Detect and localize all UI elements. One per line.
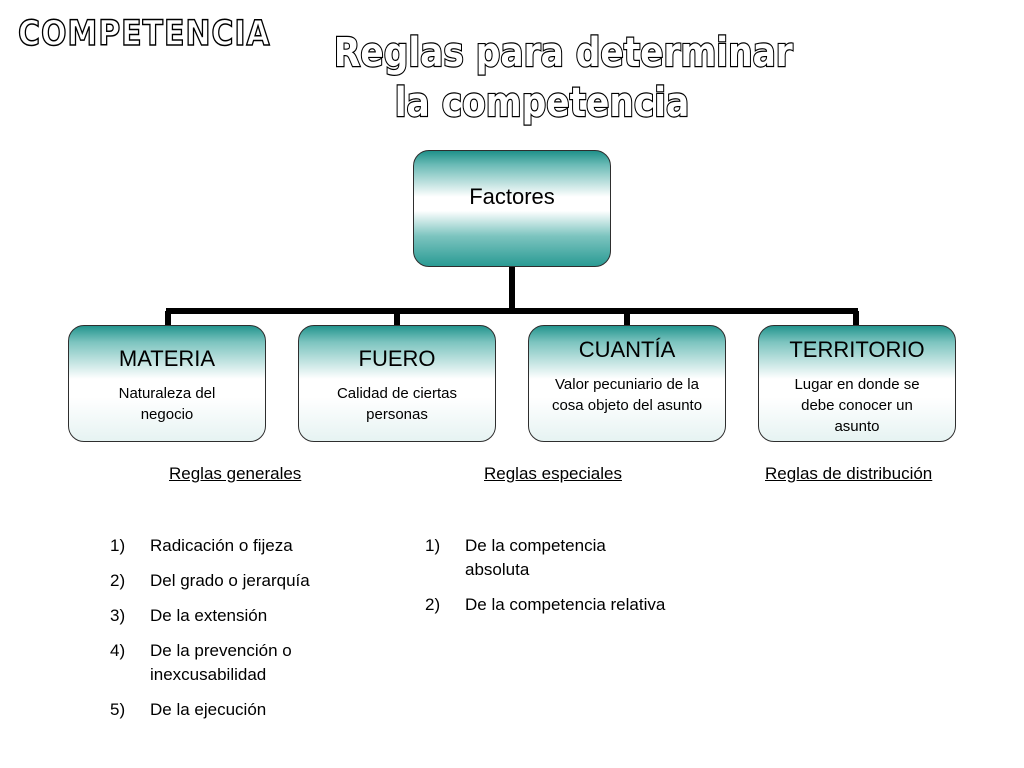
list-item-number: 2) (425, 595, 441, 614)
list-item-number: 3) (110, 606, 126, 625)
list-item-number: 5) (110, 700, 126, 719)
factor-title: TERRITORIO (789, 337, 925, 362)
list-item-text: De la prevención o inexcusabilidad (150, 641, 292, 684)
list-item: 1) De la competencia absoluta (425, 534, 715, 582)
main-title: Reglas para determinar la competencia (300, 28, 794, 128)
section-header-reglas-generales: Reglas generales (169, 464, 302, 483)
reglas-generales-list: 1) Radicación o fijeza 2) Del grado o jera… (110, 534, 360, 733)
list-item-text: De la competencia relativa (465, 595, 666, 614)
factor-title: MATERIA (118, 346, 216, 371)
main-title-line-2: la competencia (394, 79, 691, 127)
factor-title: CUANTÍA (578, 337, 676, 362)
root-node-factores: Factores (413, 150, 611, 267)
reglas-especiales-list: 1) De la competencia absoluta 2) De la com… (425, 534, 715, 628)
list-item: 1) Radicación o fijeza (110, 534, 360, 558)
factor-node-fuero: FUERO Calidad de ciertas personas (298, 325, 496, 442)
list-item-text: Del grado o jerarquía (150, 571, 310, 590)
section-header-reglas-especiales: Reglas especiales (484, 464, 622, 483)
list-item: 3) De la extensión (110, 604, 360, 628)
list-item-text: De la competencia absoluta (465, 536, 606, 579)
factor-title: FUERO (358, 346, 436, 371)
factor-node-territorio: TERRITORIO Lugar en donde se debe conoce… (758, 325, 956, 442)
list-item: 5) De la ejecución (110, 698, 360, 722)
factor-node-materia: MATERIA Naturaleza del negocio (68, 325, 266, 442)
corner-title: COMPETENCIA (17, 13, 271, 55)
factor-description: Naturaleza del negocio (118, 385, 216, 423)
factor-description: Calidad de ciertas personas (336, 385, 458, 423)
list-item-number: 1) (110, 536, 126, 555)
list-item-text: Radicación o fijeza (150, 536, 293, 555)
list-item: 2) De la competencia relativa (425, 593, 715, 617)
list-item-number: 4) (110, 641, 126, 660)
factor-description: Valor pecuniario de la cosa objeto del a… (551, 376, 703, 414)
root-node-label: Factores (469, 184, 555, 209)
list-item-text: De la ejecución (150, 700, 267, 719)
list-item-text: De la extensión (150, 606, 268, 625)
factor-description: Lugar en donde se debe conocer un asunto (794, 376, 920, 435)
list-item: 4) De la prevención o inexcusabilidad (110, 639, 360, 687)
section-header-reglas-distribucion: Reglas de distribución (765, 464, 933, 483)
list-item: 2) Del grado o jerarquía (110, 569, 360, 593)
list-item-number: 1) (425, 536, 441, 555)
factor-node-cuantia: CUANTÍA Valor pecuniario de la cosa obje… (528, 325, 726, 442)
list-item-number: 2) (110, 571, 126, 590)
main-title-line-1: Reglas para determinar (333, 29, 794, 77)
